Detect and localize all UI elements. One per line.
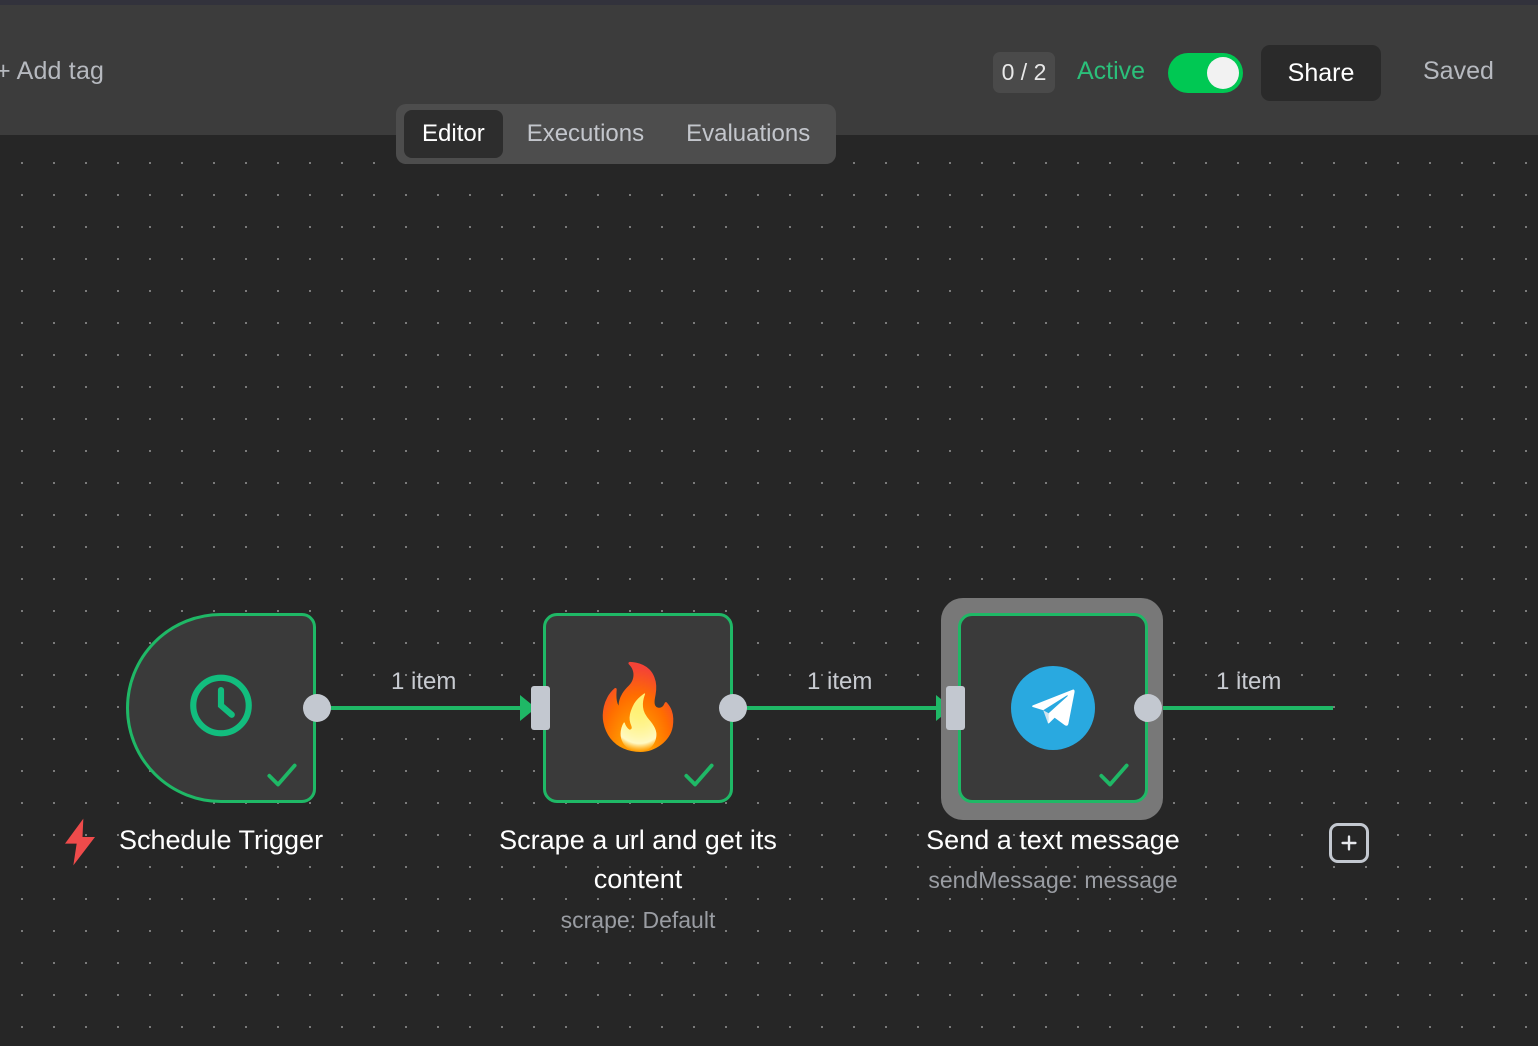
tab-executions[interactable]: Executions [526, 120, 645, 147]
node-label-schedule-trigger: Schedule Trigger [118, 825, 324, 855]
node-label-firecrawl-scrape: Scrape a url and get its content [499, 825, 777, 895]
node-sublabel-firecrawl-scrape: scrape: Default [560, 907, 716, 933]
workflow-canvas[interactable]: 1 item 1 item 1 item Schedule Trigger 🔥 … [0, 135, 1538, 1046]
port-output-schedule-trigger[interactable] [303, 694, 331, 722]
window-top-strip [0, 0, 1538, 5]
connection-label-3: 1 item [1216, 668, 1282, 695]
active-toggle[interactable] [1168, 53, 1243, 93]
toggle-knob [1207, 57, 1239, 89]
node-telegram-send[interactable] [958, 613, 1148, 803]
port-input-firecrawl-scrape[interactable] [531, 686, 550, 730]
node-status-check-icon [1099, 763, 1129, 787]
active-state-label: Active [1077, 57, 1146, 85]
connection-line-3 [1155, 706, 1333, 710]
tab-editor[interactable]: Editor [404, 110, 503, 158]
add-node-button[interactable] [1329, 823, 1369, 863]
clock-icon [184, 669, 258, 748]
node-status-check-icon [267, 763, 297, 787]
node-firecrawl-scrape[interactable]: 🔥 [543, 613, 733, 803]
node-status-check-icon [684, 763, 714, 787]
add-tag-button[interactable]: + Add tag [0, 57, 105, 85]
plus-icon [1341, 835, 1357, 851]
port-input-telegram-send[interactable] [946, 686, 965, 730]
connection-line-1 [320, 706, 528, 710]
saved-status-label: Saved [1423, 57, 1494, 85]
node-label-telegram-send: Send a text message [926, 825, 1180, 855]
tab-evaluations[interactable]: Evaluations [686, 120, 811, 147]
port-output-firecrawl-scrape[interactable] [719, 694, 747, 722]
fire-icon: 🔥 [586, 662, 690, 753]
node-schedule-trigger[interactable] [126, 613, 316, 803]
lightning-bolt-icon [65, 818, 95, 866]
connection-label-1: 1 item [391, 668, 457, 695]
workflow-tabs: Editor Executions Evaluations [396, 104, 837, 164]
node-sublabel-telegram-send: sendMessage: message [928, 867, 1178, 893]
trigger-count-badge: 0 / 2 [993, 52, 1055, 93]
port-output-telegram-send[interactable] [1134, 694, 1162, 722]
telegram-icon [1011, 666, 1095, 750]
connection-label-2: 1 item [807, 668, 873, 695]
connection-line-2 [738, 706, 944, 710]
share-button[interactable]: Share [1261, 45, 1381, 101]
